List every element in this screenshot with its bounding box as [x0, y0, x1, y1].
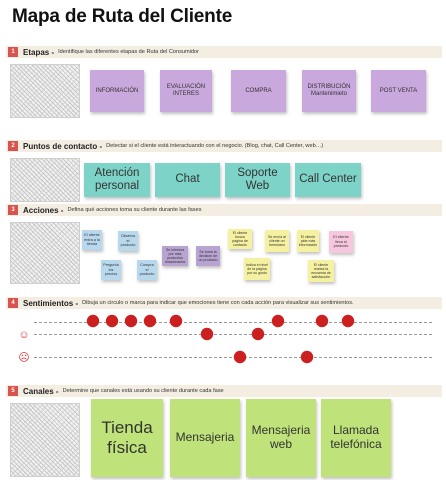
sentiment-dot[interactable] — [200, 327, 214, 341]
section-number: 3 — [8, 205, 18, 215]
sad-face-icon: ☹ — [18, 351, 30, 364]
sticky-note-canal[interactable]: Mensajeria — [170, 399, 240, 477]
sentiment-line-negative — [34, 357, 432, 358]
sentiment-dot[interactable] — [300, 350, 314, 364]
sticky-note-contacto[interactable]: Atención personal — [84, 163, 150, 197]
sticky-note-accion[interactable]: Indica el nivel de la página por su gust… — [244, 258, 270, 280]
section-header-canales: 5 Canales - Determine que canales está u… — [6, 385, 442, 397]
section-number: 2 — [8, 141, 18, 151]
happy-face-icon: ☺ — [18, 328, 30, 341]
hatch-placeholder — [10, 222, 80, 284]
sentiment-dot[interactable] — [315, 314, 329, 328]
sentiment-dot[interactable] — [169, 314, 183, 328]
sticky-note-etapa[interactable]: DISTRIBUCIÓN Mantenimieto — [302, 70, 356, 112]
section-description: Dibuja un circulo o marca para indicar q… — [82, 300, 354, 306]
sticky-note-etapa[interactable]: COMPRA — [231, 70, 286, 112]
sentiment-dot[interactable] — [233, 350, 247, 364]
hatch-placeholder — [10, 158, 80, 202]
section-label: Canales - — [23, 386, 59, 396]
sticky-note-canal[interactable]: Mensajeria web — [246, 399, 316, 477]
section-number: 1 — [8, 47, 18, 57]
sentiment-dot[interactable] — [143, 314, 157, 328]
sentiment-chart — [86, 314, 355, 364]
sentiment-line-neutral — [34, 334, 432, 335]
hatch-placeholder — [10, 403, 80, 477]
sticky-note-accion[interactable]: Compra el producto — [137, 260, 157, 280]
sticky-note-accion[interactable]: El cliente pide más información — [297, 230, 319, 252]
section-label: Acciones - — [23, 205, 64, 215]
sticky-note-accion[interactable]: Pregunta los precios — [101, 260, 121, 280]
sentiment-dot[interactable] — [271, 314, 285, 328]
section-header-acciones: 3 Acciones - Defina qué acciones toma su… — [6, 204, 442, 216]
sentiment-dot[interactable] — [251, 327, 265, 341]
sentiment-dot[interactable] — [86, 314, 100, 328]
page-title: Mapa de Ruta del Cliente — [12, 6, 233, 27]
sticky-note-canal[interactable]: Llamada telefónica — [321, 399, 391, 477]
sticky-note-etapa[interactable]: POST VENTA — [371, 70, 426, 112]
sticky-note-contacto[interactable]: Chat — [155, 163, 220, 197]
section-label: Sentimientos - — [23, 298, 79, 308]
section-header-sentimientos: 4 Sentimientos - Dibuja un circulo o mar… — [6, 297, 442, 309]
sticky-note-accion[interactable]: El cliente realiza la encuesta de satisf… — [308, 260, 334, 282]
section-number: 5 — [8, 386, 18, 396]
section-description: Detectar si el cliente está interactuand… — [106, 143, 324, 149]
sticky-note-accion[interactable]: El cliente busca página de contacto — [228, 229, 252, 249]
sticky-note-contacto[interactable]: Call Center — [295, 163, 361, 197]
section-header-contacto: 2 Puntos de contacto - Detectar si el cl… — [6, 140, 442, 152]
sentiment-dot[interactable] — [105, 314, 119, 328]
sticky-note-accion[interactable]: Observa el producto — [118, 231, 138, 251]
section-description: Identifique las diferentes etapas de Rut… — [58, 49, 199, 55]
sentiment-line-positive — [34, 322, 432, 323]
sticky-note-accion[interactable]: El cliente lleva el producto — [329, 231, 353, 253]
sentiment-dot[interactable] — [124, 314, 138, 328]
section-label: Etapas - — [23, 47, 55, 57]
sticky-note-etapa[interactable]: EVALUACIÓN INTERES — [160, 70, 212, 112]
section-label: Puntos de contacto - — [23, 141, 103, 151]
sticky-note-accion[interactable]: El cliente entra a la tienda — [82, 230, 102, 250]
section-header-etapas: 1 Etapas - Identifique las diferentes et… — [6, 46, 442, 58]
sticky-note-etapa[interactable]: INFORMACIÓN — [90, 70, 144, 112]
sentiment-dot[interactable] — [341, 314, 355, 328]
section-description: Defina qué acciones toma su cliente dura… — [67, 207, 202, 213]
sticky-note-accion[interactable]: Se toma la decisión de un producto — [196, 246, 220, 266]
section-description: Determine que canales está usando su cli… — [62, 388, 224, 394]
sticky-note-contacto[interactable]: Soporte Web — [225, 163, 290, 197]
hatch-placeholder — [10, 64, 80, 118]
sticky-note-accion[interactable]: Se envía al cliente un formulario — [265, 230, 289, 252]
sticky-note-canal[interactable]: Tienda física — [91, 399, 163, 477]
section-number: 4 — [8, 298, 18, 308]
sticky-note-accion[interactable]: Se interesa por más productos relacionad… — [162, 246, 188, 266]
